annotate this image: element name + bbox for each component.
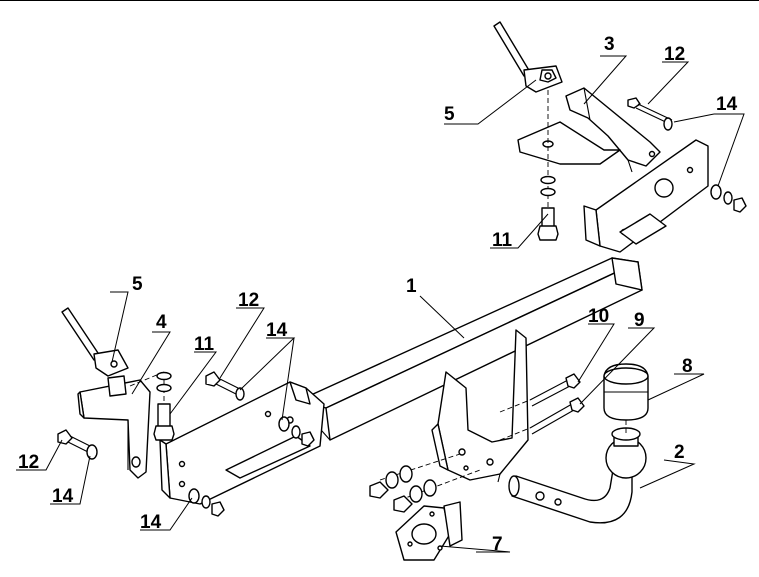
right-fastener-stack: [537, 90, 559, 241]
callout-4: 4: [156, 312, 167, 333]
center-nut-washer-set: [369, 453, 481, 513]
top-border-line: [0, 0, 759, 1]
callout-11-right: 11: [492, 230, 513, 251]
left-bolt-12-inner: [205, 371, 245, 401]
bolt-part-9: [529, 397, 585, 435]
callout-14-right: 14: [716, 94, 738, 115]
hook-strap-part-5-left: [61, 307, 129, 397]
left-bolt-12-outer: [57, 429, 98, 460]
left-nut-stack-14: [278, 416, 315, 447]
right-side-bracket: [583, 139, 709, 253]
callout-12-left-outer: 12: [18, 452, 39, 473]
callout-14-left-inner: 14: [266, 320, 288, 341]
leader-lines: [16, 55, 745, 553]
callout-7: 7: [492, 534, 503, 555]
callout-2: 2: [674, 442, 685, 463]
hook-strap-part-5-right: [493, 21, 563, 93]
bottom-nut-stack-14: [188, 488, 225, 517]
bolt-9-axis: [499, 427, 531, 441]
callout-9: 9: [634, 310, 645, 331]
ball-cover-part-8: [603, 363, 649, 436]
crossbar-part-1: [299, 257, 643, 441]
left-side-bracket: [159, 381, 325, 505]
callout-10: 10: [588, 306, 609, 327]
callout-8: 8: [682, 356, 693, 377]
right-nut-stack-14: [710, 184, 747, 213]
callout-14-bottom: 14: [140, 512, 162, 533]
callout-12-right: 12: [664, 44, 685, 65]
callout-11-left: 11: [194, 334, 215, 355]
socket-plate-part-7: [395, 501, 463, 561]
callout-5-left: 5: [132, 274, 143, 295]
left-fastener-stack: [129, 371, 175, 441]
callout-numbers: 1 2 3 4 5 5 7 8 9 10 11 11 12 12 12 14 1…: [18, 34, 738, 555]
callout-3: 3: [604, 34, 615, 55]
towball-part-2: [508, 427, 647, 524]
callout-12-left-inner: 12: [238, 290, 259, 311]
bracket-part-4: [77, 379, 151, 479]
bracket-part-3: [517, 87, 661, 173]
callout-14-left-outer: 14: [52, 486, 74, 507]
center-mount-plate: [431, 329, 529, 483]
callout-5-right: 5: [444, 104, 455, 125]
callout-1: 1: [406, 276, 417, 297]
bolt-10-axis: [499, 399, 531, 413]
bolt-part-10: [529, 373, 581, 407]
right-bolt-12-upper: [627, 97, 673, 131]
